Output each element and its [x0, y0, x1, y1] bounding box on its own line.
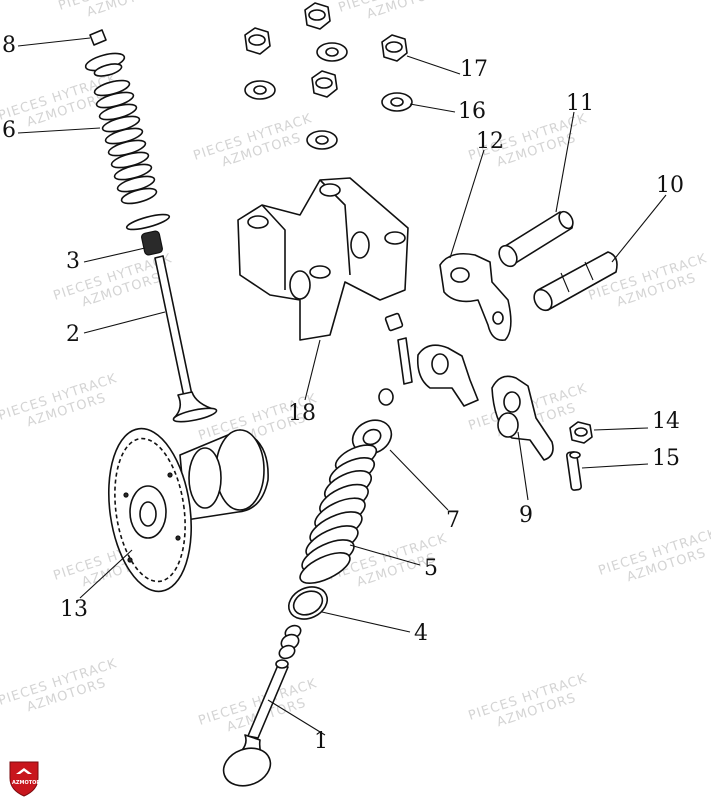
callout-1: 1: [314, 729, 328, 754]
part-16-washers: [244, 42, 456, 150]
part-8-valve-cotter: [17, 29, 107, 47]
part-9-rocker-arm: [491, 375, 554, 501]
azmotors-shield-logo: AZMOTORS: [9, 761, 44, 797]
callout-6: 6: [2, 118, 16, 143]
part-17-nuts: [244, 2, 461, 98]
callout-16: 16: [458, 99, 486, 124]
logo-text: AZMOTORS: [12, 780, 44, 786]
part-10-rocker-shaft: [533, 194, 667, 312]
part-14-nut: [569, 421, 649, 444]
callout-7: 7: [446, 508, 460, 533]
callout-5: 5: [424, 556, 438, 581]
callout-2: 2: [66, 322, 80, 347]
part-18-rocker-bracket: [237, 177, 409, 401]
callout-15: 15: [652, 446, 680, 471]
callout-numbers: 1 2 3 4 5 6 7 8 9 10 11 12 13 14 15 16 1…: [2, 33, 684, 754]
callout-11: 11: [566, 91, 594, 116]
part-6-valve-spring: [17, 52, 158, 205]
part-12-decompressor-arm: [439, 149, 512, 342]
callout-17: 17: [460, 57, 488, 82]
callout-3: 3: [66, 249, 80, 274]
part-11-rocker-shaft: [498, 111, 575, 268]
part-rocker-arm-left: [384, 312, 479, 407]
part-3-valve-seal: [83, 213, 171, 263]
part-15-adjusting-screw: [565, 451, 649, 491]
part-5-valve-spring: [299, 444, 421, 584]
part-2-intake-valve: [83, 255, 218, 423]
callout-4: 4: [414, 621, 428, 646]
callout-13: 13: [60, 597, 88, 622]
part-13-camshaft-gear: [79, 427, 269, 599]
callout-18: 18: [288, 401, 316, 426]
callout-9: 9: [519, 503, 533, 528]
callout-14: 14: [652, 409, 680, 434]
callout-10: 10: [656, 173, 684, 198]
callout-12: 12: [476, 129, 504, 154]
callout-8: 8: [2, 33, 16, 58]
part-1-exhaust-valve: [222, 624, 326, 787]
watermark-line2: AZMOTORS: [85, 0, 168, 20]
part-4-spring-seat: [287, 586, 411, 633]
watermark-line2: AZMOTORS: [365, 0, 448, 22]
